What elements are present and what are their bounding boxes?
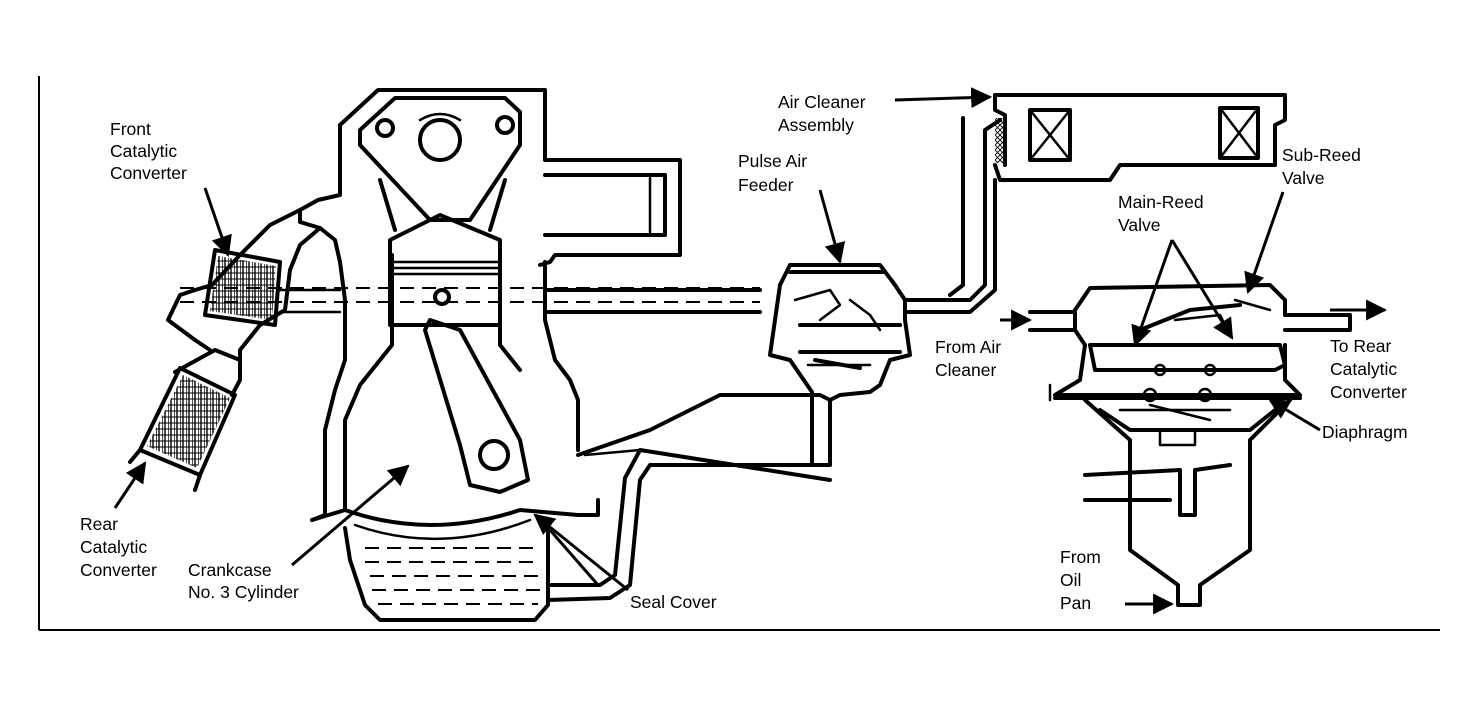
pulse-air-feeder	[768, 116, 1002, 467]
arrow-seal-cover	[533, 513, 629, 592]
labels: Front Catalytic Converter Rear Catalytic…	[80, 92, 1408, 613]
engine-block	[298, 88, 832, 622]
arrow-sub-reed	[1244, 191, 1285, 294]
front-catalytic-converter	[203, 248, 282, 327]
label-crankcase: Crankcase No. 3 Cylinder	[188, 560, 299, 602]
label-rear-cat: Rear Catalytic Converter	[80, 514, 157, 580]
arrow-main-reed-2	[1170, 239, 1234, 340]
arrow-seal-cover-2	[548, 529, 600, 586]
label-pulse-air-feeder: Pulse Air Feeder	[738, 151, 812, 195]
rear-catalytic-converter	[128, 348, 242, 492]
exhaust-manifold	[128, 208, 762, 492]
label-front-cat: Front Catalytic Converter	[110, 119, 187, 183]
leader-arrows	[113, 87, 1388, 615]
label-air-cleaner-assembly: Air Cleaner Assembly	[778, 92, 870, 135]
label-from-oil-pan: From Oil Pan	[1060, 547, 1106, 613]
arrow-rear-cat	[113, 461, 147, 509]
label-seal-cover: Seal Cover	[630, 592, 717, 612]
frame	[38, 76, 1440, 631]
label-main-reed-valve: Main-Reed Valve	[1118, 192, 1208, 235]
label-to-rear-cat: To Rear Catalytic Converter	[1330, 336, 1407, 402]
arrow-air-cleaner	[894, 87, 993, 109]
arrow-main-reed-1	[1131, 239, 1174, 347]
label-from-air-cleaner: From Air Cleaner	[935, 337, 1006, 380]
reed-valve-assembly	[1028, 283, 1352, 607]
arrow-front-cat	[203, 187, 232, 257]
arrow-diaphragm	[1268, 398, 1321, 432]
arrow-pulse-air	[818, 189, 846, 265]
arrow-crankcase	[291, 464, 410, 567]
label-diaphragm: Diaphragm	[1322, 422, 1408, 442]
air-cleaner-assembly	[993, 93, 1287, 182]
label-sub-reed-valve: Sub-Reed Valve	[1282, 145, 1366, 188]
